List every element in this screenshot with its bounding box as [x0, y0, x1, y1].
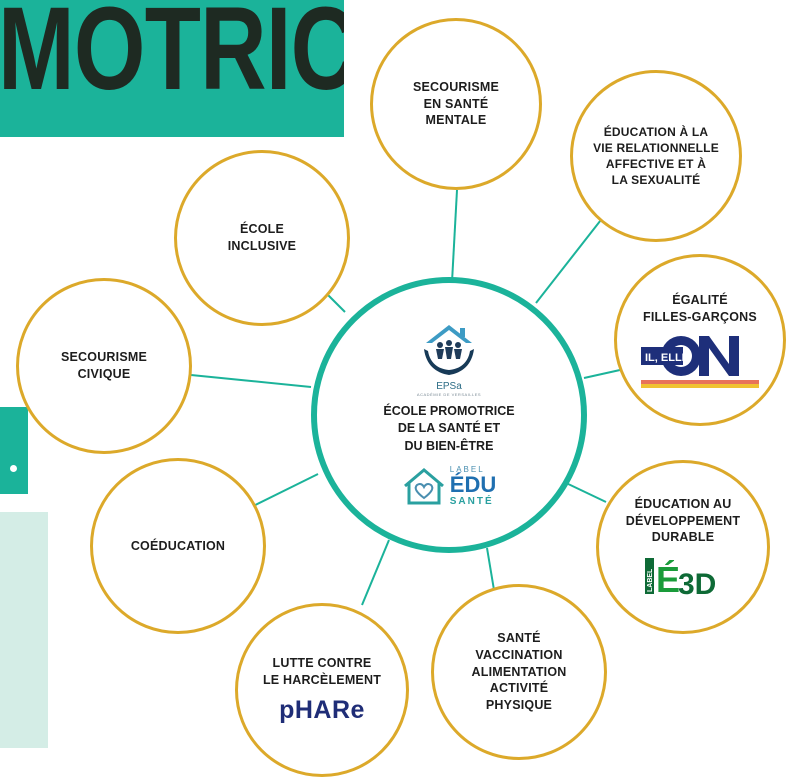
link-education-vie	[535, 215, 605, 304]
node-label: LUTTE CONTRE LE HARCÈLEMENT	[262, 655, 382, 687]
node-education-vie: ÉDUCATION À LA VIE RELATIONNELLE AFFECTI…	[570, 70, 742, 242]
e3d-logo: LABEL É 3D	[645, 552, 721, 598]
link-developpement	[563, 481, 607, 503]
side-panel	[0, 512, 48, 748]
node-sante: SANTÉ VACCINATION ALIMENTATION ACTIVITÉ …	[431, 584, 607, 760]
node-label: SANTÉ VACCINATION ALIMENTATION ACTIVITÉ …	[471, 630, 567, 713]
link-egalite	[583, 369, 621, 379]
edu-label: LABEL	[449, 465, 485, 475]
house-hands-icon	[423, 324, 474, 375]
phare-logo: pHARe	[279, 696, 369, 725]
node-label: COÉDUCATION	[130, 538, 226, 553]
e3d-label: LABEL	[647, 568, 654, 592]
node-label: SECOURISME EN SANTÉ MENTALE	[412, 79, 500, 128]
center-title: ÉCOLE PROMOTRICE DE LA SANTÉ ET DU BIEN-…	[383, 403, 515, 453]
node-secourisme-mentale: SECOURISME EN SANTÉ MENTALE	[370, 18, 542, 190]
epsa-logo: EPSa ACADÉMIE DE VERSAILLES	[417, 323, 481, 397]
epsa-subtitle: ACADÉMIE DE VERSAILLES	[416, 391, 482, 397]
e3d-e: É	[656, 559, 680, 598]
edu-sante-logo: LABEL ÉDU SANTÉ	[402, 465, 496, 507]
node-coeducation: COÉDUCATION	[90, 458, 266, 634]
page-title: MOTRICE	[0, 0, 344, 115]
node-harcelement: LUTTE CONTRE LE HARCÈLEMENT pHARe	[235, 603, 409, 777]
node-label: ÉGALITÉ FILLES-GARÇONS	[643, 293, 757, 324]
on-logo-text: IL, ELLE	[645, 352, 689, 364]
link-secourisme-mentale	[451, 189, 458, 283]
e3d-3d: 3D	[678, 568, 716, 598]
node-label: ÉDUCATION À LA VIE RELATIONNELLE AFFECTI…	[593, 124, 719, 188]
on-banner	[641, 379, 759, 384]
node-label: ÉDUCATION AU DÉVELOPPEMENT DURABLE	[625, 496, 741, 545]
epsa-name: EPSa	[436, 380, 462, 392]
link-harcelement	[361, 539, 390, 606]
edu-word: ÉDU	[449, 472, 497, 498]
link-secourisme-civique	[190, 374, 312, 388]
on-banner-yellow	[641, 383, 759, 388]
node-egalite: ÉGALITÉ FILLES-GARÇONS IL, ELLE	[614, 254, 786, 426]
e3d-logo-icon: LABEL É 3D	[645, 558, 716, 598]
node-developpement: ÉDUCATION AU DÉVELOPPEMENT DURABLE LABEL…	[596, 460, 770, 634]
on-logo-icon: IL, ELLE	[641, 335, 739, 376]
node-secourisme-civique: SECOURISME CIVIQUE	[16, 278, 192, 454]
edu-sub: SANTÉ	[449, 496, 494, 508]
side-tab-dot	[10, 465, 17, 472]
phare-text: pHARe	[279, 696, 365, 725]
center-node: EPSa ACADÉMIE DE VERSAILLES ÉCOLE PROMOT…	[311, 277, 587, 553]
node-label: SECOURISME CIVIQUE	[60, 350, 148, 381]
title-banner: MOTRICE	[0, 0, 344, 137]
link-sante	[486, 547, 495, 591]
side-tab	[0, 407, 28, 494]
edu-words: LABEL ÉDU SANTÉ	[450, 465, 496, 507]
node-label: ÉCOLE INCLUSIVE	[227, 222, 297, 253]
node-inclusive: ÉCOLE INCLUSIVE	[174, 150, 350, 326]
heart-house-icon	[403, 468, 444, 505]
on-logo: IL, ELLE	[641, 334, 759, 388]
